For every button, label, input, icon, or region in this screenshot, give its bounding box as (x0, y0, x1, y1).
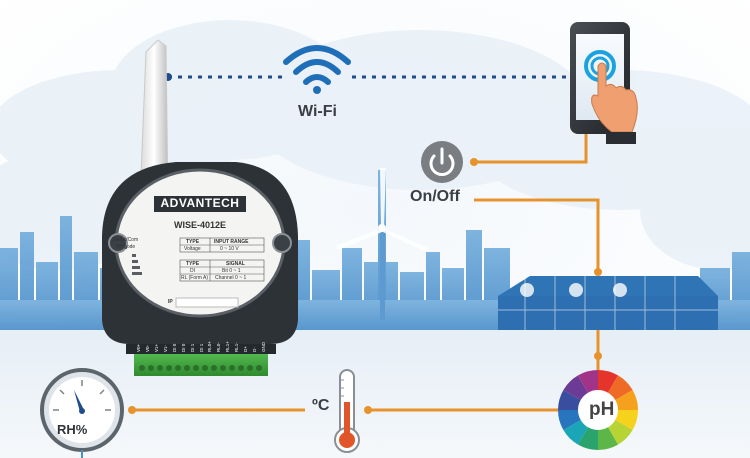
device-model: WISE-4012E (173, 220, 227, 230)
ip-label: IP (168, 299, 173, 305)
terminal-label: V1+ (153, 343, 159, 352)
terminal-label: RL1+ (225, 341, 231, 352)
table-cell-relay: RL (Form A) (181, 275, 209, 281)
thermometer-icon (334, 369, 360, 453)
terminal-label: DI 1 (189, 343, 195, 352)
humidity-label: RH% (57, 422, 88, 437)
ph-label: pH (589, 399, 615, 420)
wifi-label: Wi-Fi (298, 103, 337, 120)
terminal-label: DI 0 (180, 343, 186, 352)
greenhouse-icon (498, 276, 718, 330)
terminal-label: D+ (243, 346, 249, 352)
celsius-label: ºC (312, 397, 330, 414)
terminal-label: DI 1 (198, 343, 204, 352)
humidity-gauge-icon (40, 368, 124, 458)
table-cell-voltage: Voltage (184, 246, 201, 252)
terminal-label: V0+ (136, 343, 141, 352)
terminal-label: RL0- (216, 342, 222, 352)
table-cell-range: 0 ~ 10 V (220, 246, 239, 252)
table-header-type-2: TYPE (186, 261, 200, 267)
table-cell-channel: Channel 0 ~ 1 (215, 275, 247, 281)
ph-color-wheel-icon (558, 370, 638, 450)
led-label-status: Status/Com (112, 237, 139, 243)
wind-turbine-icon (336, 168, 428, 320)
terminal-label: GND (261, 342, 267, 352)
device-brand: ADVANTECH (160, 196, 240, 210)
on-off-label: On/Off (410, 188, 460, 205)
wifi-icon (283, 45, 351, 85)
smartphone-icon (570, 22, 638, 144)
terminal-label: DI 0 (171, 343, 177, 352)
power-icon (421, 141, 463, 183)
table-cell-di: DI (190, 268, 195, 274)
terminal-label: V1- (162, 344, 168, 352)
terminal-label: D- (252, 347, 258, 352)
table-cell-bit: Bit 0 ~ 1 (222, 268, 241, 274)
orange-connectors (132, 130, 600, 412)
terminal-label: RL1- (234, 342, 240, 352)
table-header-range: INPUT RANGE (214, 239, 249, 245)
device-wise-4012e (102, 39, 298, 376)
led-label-apmode: APmode (116, 244, 136, 250)
terminal-label: V0- (144, 344, 150, 352)
table-header-signal: SIGNAL (226, 261, 245, 267)
terminal-label: RL0+ (207, 341, 213, 352)
table-header-type-1: TYPE (186, 239, 200, 245)
